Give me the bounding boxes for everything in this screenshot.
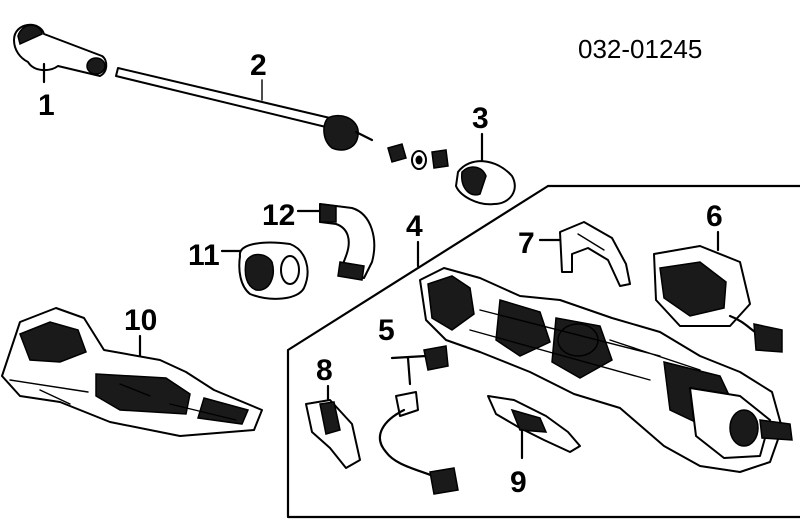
callout-12: 12 — [262, 199, 295, 232]
callout-3: 3 — [472, 102, 489, 135]
heat-shield — [1, 307, 263, 437]
tie-rod-shaft — [115, 67, 374, 151]
callout-8: 8 — [316, 354, 333, 387]
tie-rod-end — [13, 24, 108, 84]
callout-6: 6 — [706, 200, 723, 233]
diagram-reference-number: 032-01245 — [578, 34, 702, 64]
speed-sensor — [378, 345, 459, 495]
lower-bracket — [487, 395, 581, 453]
callout-11: 11 — [188, 239, 220, 272]
callout-7: 7 — [518, 227, 535, 260]
steering-gear-housing — [419, 267, 793, 473]
assembly-group-outline — [286, 184, 800, 519]
callout-10: 10 — [124, 304, 157, 337]
upper-bracket — [559, 221, 631, 287]
sensor-bracket — [305, 399, 361, 469]
callout-4: 4 — [406, 210, 423, 243]
leader-5 — [390, 354, 428, 386]
rack-bushing — [238, 241, 309, 300]
callout-5: 5 — [378, 314, 395, 347]
mounting-bracket — [319, 203, 376, 281]
control-unit — [653, 245, 783, 353]
callout-1: 1 — [38, 89, 55, 122]
rack-boot — [455, 132, 516, 206]
nut-and-washers — [387, 143, 449, 170]
callout-9: 9 — [510, 466, 527, 499]
callout-2: 2 — [250, 49, 267, 82]
